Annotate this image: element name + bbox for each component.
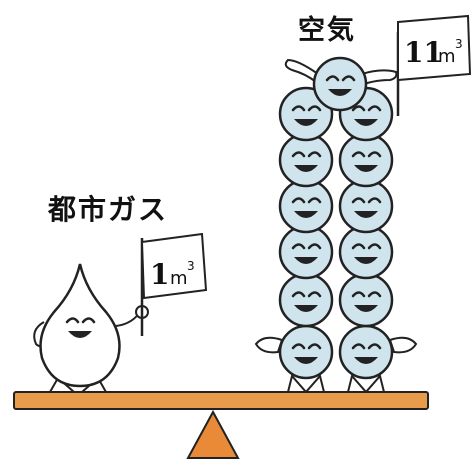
air-bubble <box>278 132 334 188</box>
air-bubble <box>278 324 334 380</box>
air-bubble <box>338 272 394 328</box>
gas-flag-number: 1 <box>150 258 169 291</box>
air-bubble <box>278 178 334 234</box>
fulcrum <box>186 409 240 459</box>
balance-beam <box>13 391 429 410</box>
air-bubble <box>312 56 368 112</box>
air-bubble <box>338 224 394 280</box>
city-gas-label: 都市ガス <box>48 193 169 226</box>
air-bubble <box>278 224 334 280</box>
air-flag-number: 11 <box>404 36 443 69</box>
air-bubble <box>338 178 394 234</box>
air-bubble-stack <box>254 56 418 393</box>
gas-flag-unit: m <box>170 268 188 289</box>
air-bubble <box>338 132 394 188</box>
gas-flag-exponent: 3 <box>187 259 195 273</box>
air-label: 空気 <box>298 15 356 46</box>
air-bubble <box>278 272 334 328</box>
air-flag-unit: m <box>438 46 456 67</box>
air-flag-exponent: 3 <box>455 37 463 51</box>
air-flag: 11 m 3 <box>396 14 472 116</box>
air-bubble <box>338 324 394 380</box>
gas-droplet-character: 1 m 3 <box>33 232 208 393</box>
